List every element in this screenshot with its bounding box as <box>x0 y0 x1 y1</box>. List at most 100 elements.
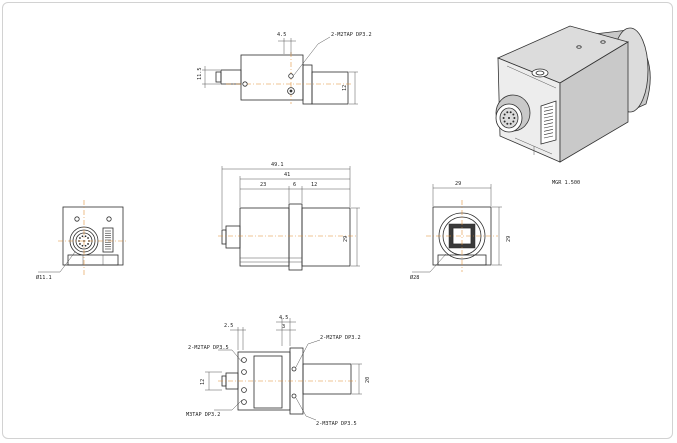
port-slot <box>543 122 554 125</box>
bottom-tap-1-leader <box>295 339 321 368</box>
connector-pin <box>509 122 512 125</box>
rear-view-hole-left <box>74 216 80 222</box>
front-dim-29w-label: 29 <box>455 181 461 187</box>
side-view-body <box>239 207 290 267</box>
connector-pin <box>87 237 89 239</box>
front-view-diameter-label: Ø28 <box>410 274 419 281</box>
port-slot <box>543 112 554 115</box>
connector-pin <box>509 111 512 114</box>
connector-pin <box>84 235 87 238</box>
side-dim-23-label: 23 <box>260 182 266 188</box>
rear-view-diameter-label: Ø11.1 <box>36 274 52 281</box>
rear-view-serial-port-pins <box>105 230 111 250</box>
side-view-connector-cap <box>221 229 227 245</box>
connector-pin <box>506 122 509 125</box>
connector-pin <box>79 243 81 245</box>
rear-view: Ø11.1 <box>36 200 126 281</box>
connector-pin <box>506 111 509 114</box>
top-tap-leader <box>293 36 331 76</box>
iso-top-hole-inner <box>535 70 545 76</box>
connector-pin <box>79 237 81 239</box>
sheet-border <box>2 2 673 439</box>
port-slot <box>543 115 554 119</box>
top-view-screw <box>242 81 248 87</box>
connector-pin <box>512 113 515 116</box>
bottom-dim-45-label: 4.5 <box>279 315 288 321</box>
connector-pin <box>502 117 505 119</box>
rear-view-connector-pins <box>78 235 90 247</box>
side-view-lens-mount <box>301 207 351 267</box>
iso-front-edge-bottom <box>514 137 553 155</box>
front-dim-29h-label: 29 <box>506 236 512 242</box>
top-view-connector-cap <box>215 71 222 83</box>
side-dim-29-label: 29 <box>343 236 349 242</box>
front-view: 29 29 Ø28 <box>410 181 512 281</box>
iso-serial-port-pins <box>543 105 554 139</box>
connector-pin <box>512 120 515 123</box>
connector-pin <box>503 120 506 123</box>
bottom-view-hole-4 <box>241 399 247 405</box>
connector-pin <box>513 117 516 119</box>
bottom-tap-2-label: 2-M3TAP DP3.5 <box>316 421 357 427</box>
connector-pin <box>503 113 506 116</box>
side-view-flange <box>288 203 303 271</box>
side-dim-41-label: 41 <box>284 172 290 178</box>
iso-scale-label: MGR 1.500 <box>552 180 580 186</box>
bottom-view-hole-5 <box>291 366 297 372</box>
top-view-hole-upper <box>288 73 294 79</box>
rear-view-leader <box>38 251 76 273</box>
side-view-connector <box>225 225 241 249</box>
bottom-tap-2-leader <box>295 397 317 421</box>
bottom-view-lens-mount <box>302 363 352 395</box>
iso-front-edge-top <box>506 65 557 89</box>
iso-top-screw-2 <box>600 40 606 44</box>
bottom-tap-left-leader <box>218 349 243 363</box>
bottom-dim-20-label: 20 <box>365 377 371 383</box>
isometric-view: MGR 1.500 <box>495 25 651 186</box>
top-tap-label: 2-M2TAP DP3.2 <box>331 32 372 38</box>
port-slot <box>543 109 554 112</box>
side-view: 49.1 41 23 6 12 29 <box>218 162 360 271</box>
iso-serial-port <box>540 100 557 145</box>
bottom-view-hole-6 <box>291 393 297 399</box>
bottom-view-hole-1 <box>241 357 247 363</box>
connector-pin-center <box>508 117 510 119</box>
port-slot <box>543 105 554 109</box>
top-dim-115-label: 11.5 <box>197 68 203 81</box>
side-dim-491-label: 49.1 <box>271 162 284 168</box>
side-dim-6-label: 6 <box>293 182 296 188</box>
bottom-view-label-plate <box>253 355 283 409</box>
bottom-tap-left-label: 2-M2TAP DP3.5 <box>188 345 229 351</box>
iso-top-screw-1 <box>576 45 582 49</box>
iso-right-face <box>559 41 629 163</box>
top-view-hole-lower-core <box>289 89 293 93</box>
connector-pin <box>84 244 87 247</box>
top-view-lens-flange <box>302 64 313 105</box>
bottom-dim-25-label: 2.5 <box>224 323 233 329</box>
bottom-tap-1-label: 2-M2TAP DP3.2 <box>320 335 361 341</box>
bottom-view-hole-3 <box>241 387 247 393</box>
side-dim-12-label: 12 <box>311 182 317 188</box>
bottom-m3-label: M3TAP DP3.2 <box>186 412 220 418</box>
bottom-dim-3-label: 3 <box>282 324 285 330</box>
top-dim-45-label: 4.5 <box>277 32 286 38</box>
rear-view-foot <box>67 254 119 266</box>
top-view-connector <box>220 69 242 85</box>
top-view-lens-mount <box>311 71 349 105</box>
bottom-view-hole-2 <box>241 369 247 375</box>
bottom-m3-leader <box>214 399 243 411</box>
port-slot <box>543 129 554 132</box>
connector-pin <box>81 235 84 238</box>
connector-pin <box>87 243 89 245</box>
port-slot <box>543 119 554 122</box>
iso-connector-pins <box>502 111 516 125</box>
top-dim-12-label: 12 <box>342 85 348 91</box>
connector-pin <box>81 244 84 247</box>
bottom-view: 2.5 4.5 3 2-M2TAP DP3.2 2-M2TAP DP3.5 12… <box>186 315 371 427</box>
front-view-leader <box>412 253 447 273</box>
port-slot <box>543 135 554 139</box>
rear-view-hole-right <box>106 216 112 222</box>
bottom-dim-12-label: 12 <box>200 379 206 385</box>
